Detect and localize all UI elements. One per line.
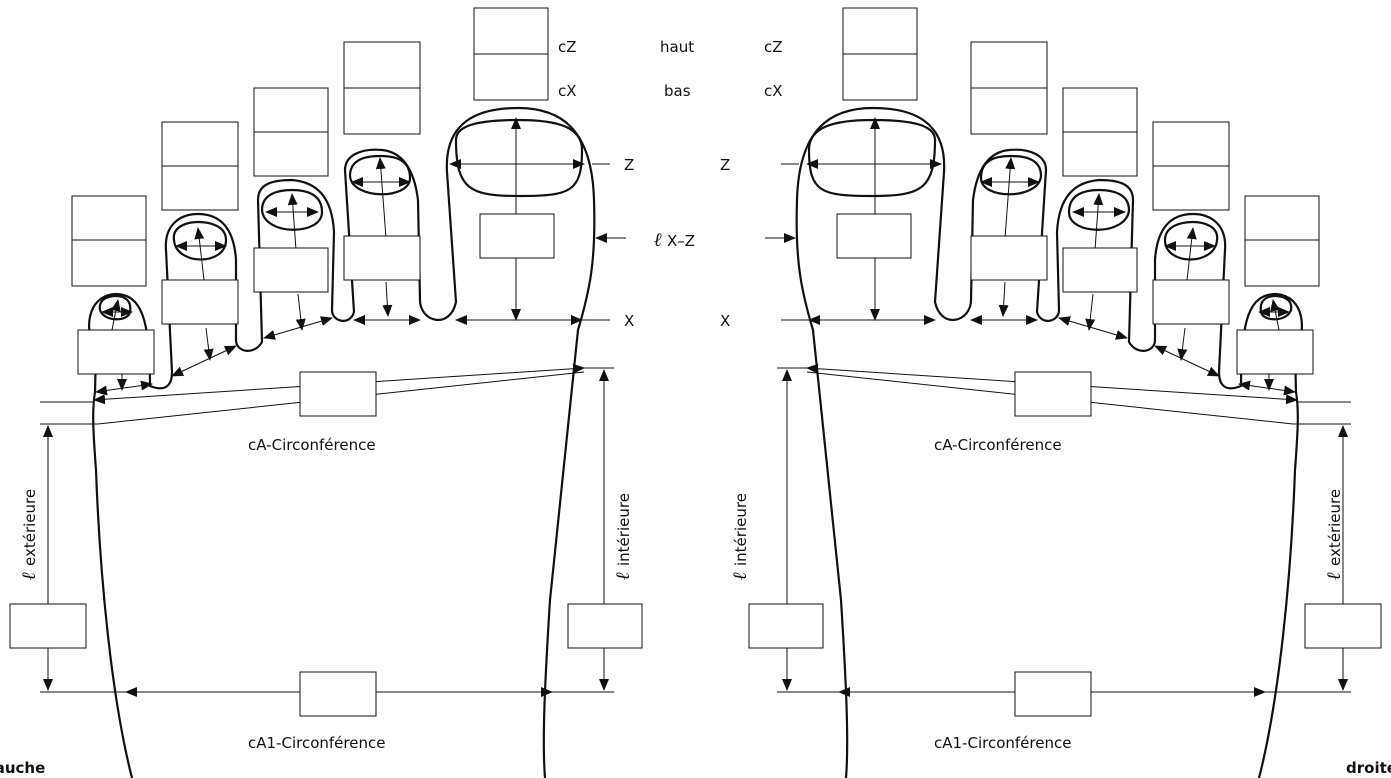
svg-text:ℓ: ℓ <box>18 572 40 580</box>
left-l-interieure-label: ℓ intérieure <box>612 493 634 580</box>
left-toe4-box-bottom <box>343 87 421 135</box>
svg-text:intérieure: intérieure <box>732 493 750 566</box>
right-toe4-box-top <box>970 41 1048 89</box>
right-toe1-len-box <box>1236 329 1314 375</box>
left-ca1-box <box>299 671 377 717</box>
right-toe4-box-bottom <box>970 87 1048 135</box>
right-toenail-4 <box>979 154 1043 196</box>
right-cz-label: cZ <box>764 38 783 56</box>
svg-text:ℓ: ℓ <box>654 229 662 251</box>
left-toe4-len-box <box>343 235 421 281</box>
right-toe1-box-bottom <box>1244 239 1320 287</box>
left-foot-outline <box>88 106 596 778</box>
right-toe5-len-box <box>836 213 912 259</box>
right-toe3-box-bottom <box>1062 131 1138 177</box>
left-toe5-box-top <box>473 7 549 55</box>
left-z-label: Z <box>624 156 634 174</box>
left-toenail-5 <box>454 118 584 198</box>
right-l-interieure-label: ℓ intérieure <box>729 493 751 580</box>
right-ca1-label: cA1-Circonférence <box>934 734 1071 752</box>
left-toe2-box-top <box>161 121 239 167</box>
right-x-label: X <box>720 312 730 330</box>
left-ca-label: cA-Circonférence <box>248 436 376 454</box>
left-toe1-len-box <box>77 329 155 375</box>
right-l-int-box <box>748 603 824 649</box>
right-toe3-box-top <box>1062 87 1138 133</box>
right-toe1-box-top <box>1244 195 1320 241</box>
lxz-label: ℓ X–Z <box>654 229 695 251</box>
svg-text:intérieure: intérieure <box>615 493 633 566</box>
right-toe4-len-box <box>970 235 1048 281</box>
left-toe3-box-top <box>253 87 329 133</box>
svg-text:X–Z: X–Z <box>667 232 695 250</box>
left-toe3-len-box <box>253 247 329 293</box>
right-foot <box>748 7 1382 778</box>
left-toenail-2 <box>172 220 228 261</box>
left-toe4-box-top <box>343 41 421 89</box>
svg-text:ℓ: ℓ <box>729 572 751 580</box>
left-x-label: X <box>624 312 634 330</box>
left-foot-label: gauche <box>0 759 45 777</box>
right-z-label: Z <box>720 156 730 174</box>
left-l-ext-box <box>9 603 87 649</box>
svg-text:extérieure: extérieure <box>21 489 39 566</box>
right-toe3-len-box <box>1062 247 1138 293</box>
left-toe5-len-box <box>479 213 555 259</box>
right-cx-label: cX <box>764 82 783 100</box>
svg-text:ℓ: ℓ <box>612 572 634 580</box>
right-toenail-1 <box>1259 294 1293 321</box>
right-l-ext-box <box>1304 603 1382 649</box>
left-ca-box <box>299 371 377 417</box>
left-l-int-box <box>567 603 643 649</box>
left-toe1-box-bottom <box>71 239 147 287</box>
left-l-exterieure-label: ℓ extérieure <box>18 489 40 580</box>
left-toenail-1 <box>98 294 132 321</box>
right-toenail-5 <box>807 118 937 198</box>
left-cz-label: cZ <box>558 38 577 56</box>
right-l-exterieure-label: ℓ extérieure <box>1323 489 1345 580</box>
right-ca-box <box>1014 371 1092 417</box>
left-toenail-3 <box>260 188 324 231</box>
right-ca-label: cA-Circonférence <box>934 436 1062 454</box>
left-toe2-box-bottom <box>161 165 239 211</box>
haut-label: haut <box>660 38 694 56</box>
left-toe2-len-box <box>161 279 239 325</box>
right-ca1-box <box>1014 671 1092 717</box>
left-toenail-4 <box>348 154 412 196</box>
right-toe2-len-box <box>1152 279 1230 325</box>
left-toe1-box-top <box>71 195 147 241</box>
left-toe3-box-bottom <box>253 131 329 177</box>
left-cx-label: cX <box>558 82 577 100</box>
bas-label: bas <box>664 82 691 100</box>
right-toenail-3 <box>1067 188 1131 231</box>
right-foot-label: droite <box>1346 759 1391 777</box>
right-foot-outline <box>795 106 1303 778</box>
left-foot: cZ cX Z X cA-Circonférence cA1-Circonfér… <box>0 7 643 778</box>
right-toe5-box-top <box>842 7 918 55</box>
right-toe2-box-top <box>1152 121 1230 167</box>
left-toe5-box-bottom <box>473 53 549 101</box>
right-toenail-2 <box>1163 220 1219 261</box>
svg-text:ℓ: ℓ <box>1323 572 1345 580</box>
svg-text:extérieure: extérieure <box>1326 489 1344 566</box>
right-toe2-box-bottom <box>1152 165 1230 211</box>
left-ca1-label: cA1-Circonférence <box>248 734 385 752</box>
right-toe5-box-bottom <box>842 53 918 101</box>
